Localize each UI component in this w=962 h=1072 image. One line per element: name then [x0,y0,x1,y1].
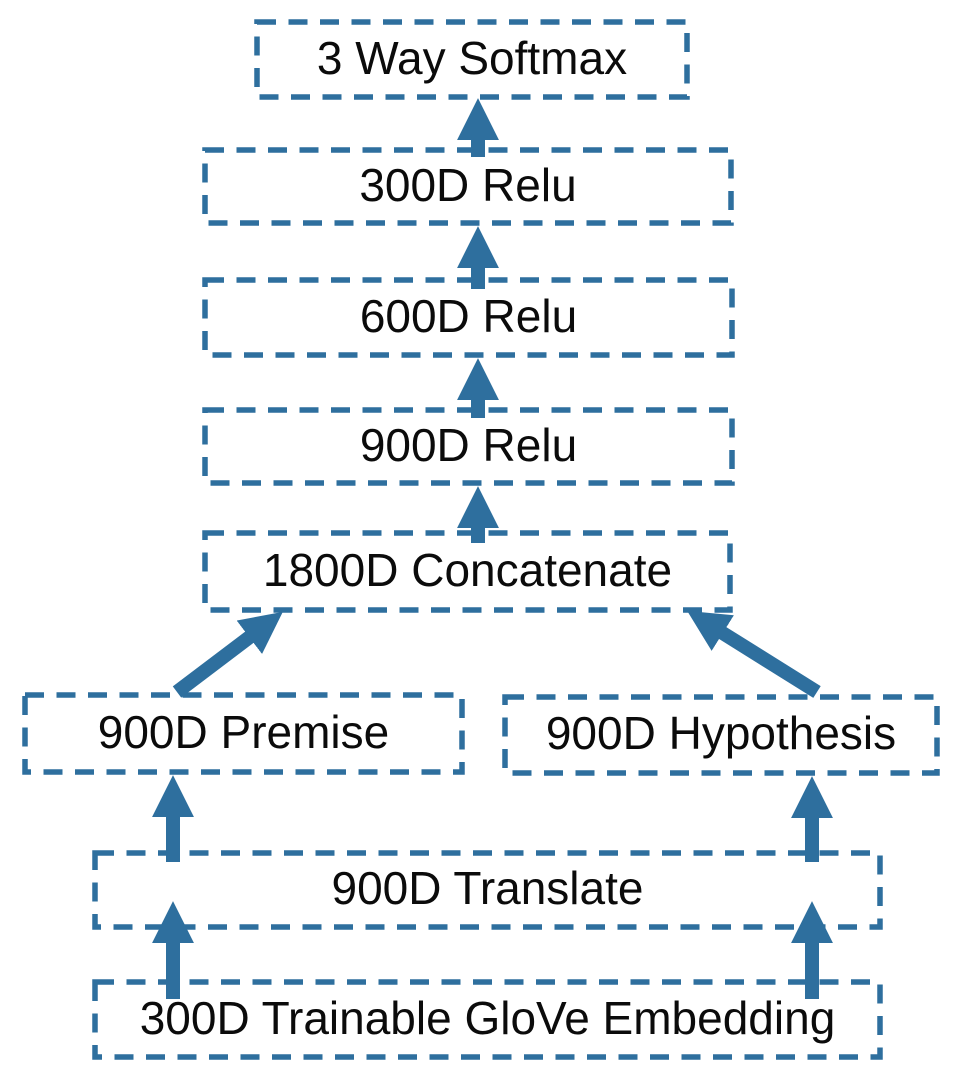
node-relu-900d: 900D Relu [205,410,732,483]
node-translate-label: 900D Translate [331,862,644,914]
node-softmax: 3 Way Softmax [257,22,687,97]
node-concatenate-label: 1800D Concatenate [262,543,673,596]
node-box-translate [92,850,883,930]
node-relu-600d: 600D Relu [205,280,732,355]
node-box-relu-600d [202,277,735,358]
node-relu-600d-label: 600D Relu [359,289,578,342]
node-relu-900d-label: 900D Relu [359,418,578,471]
node-hypothesis: 900D Hypothesis [505,697,937,773]
node-premise: 900D Premise [25,695,462,772]
node-softmax-label: 3 Way Softmax [316,31,628,84]
node-box-relu-900d [202,407,735,486]
node-relu-300d-label: 300D Relu [359,158,577,211]
arrow-premise-to-concat [172,611,283,698]
node-relu-300d: 300D Relu [205,150,731,223]
arrow-hypothesis-to-concat [687,610,821,698]
node-box-embedding [92,979,883,1060]
node-box-premise [22,692,465,775]
node-premise-label: 900D Premise [97,705,390,758]
node-embedding-label: 300D Trainable GloVe Embedding [139,991,836,1044]
node-box-concatenate [202,530,733,613]
node-concatenate: 1800D Concatenate [205,533,730,610]
node-hypothesis-label: 900D Hypothesis [545,707,897,759]
node-translate: 900D Translate [95,853,880,927]
node-embedding: 300D Trainable GloVe Embedding [95,982,880,1057]
node-box-relu-300d [202,147,734,226]
node-box-hypothesis [502,694,940,776]
